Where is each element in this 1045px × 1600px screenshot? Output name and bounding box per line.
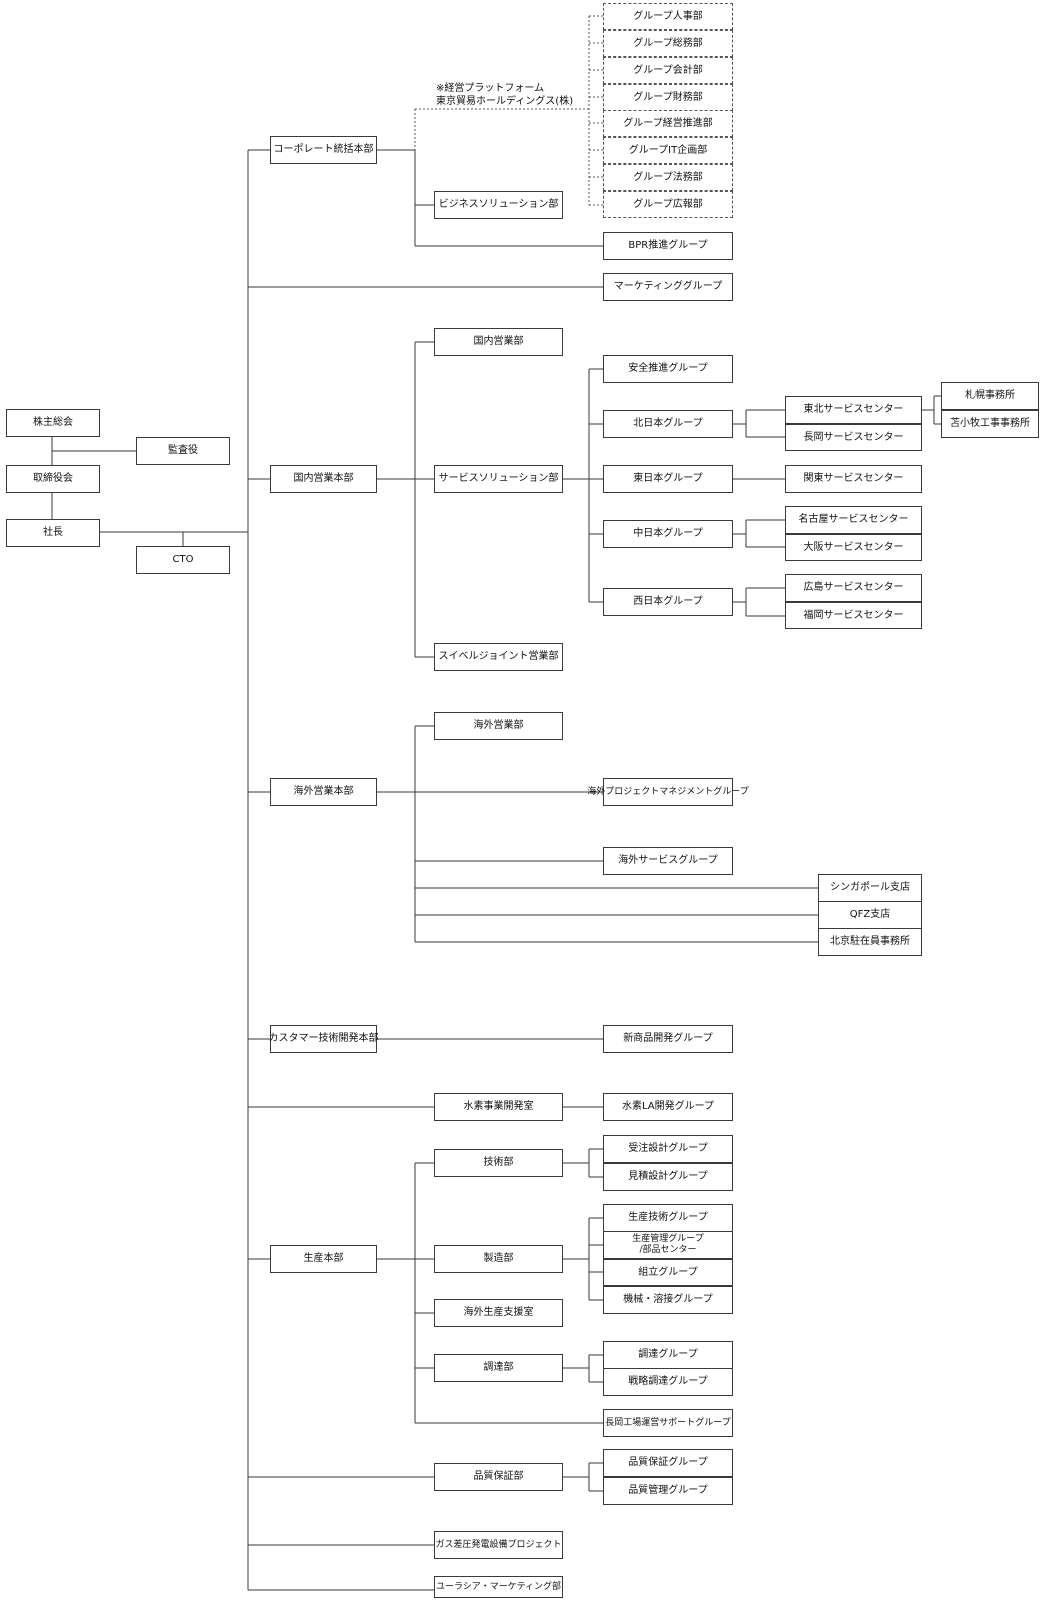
nagoya-service-center-box: 名古屋サービスセンター (785, 506, 922, 534)
shareholders-meeting-box: 株主総会 (6, 409, 100, 437)
hydrogen-la-group-box: 水素LA開発グループ (603, 1093, 733, 1121)
overseas-project-management-box: 海外プロジェクトマネジメントグループ (587, 778, 749, 806)
marketing-group-box: マーケティンググループ (603, 273, 733, 301)
production-mgmt-group-box: 生産管理グループ /部品センター (603, 1231, 733, 1259)
osaka-service-center-box: 大阪サービスセンター (785, 534, 922, 561)
order-design-group-box: 受注設計グループ (603, 1135, 733, 1163)
production-hq-box: 生産本部 (270, 1245, 377, 1273)
swivel-joint-sales-box: スイベルジョイント営業部 (434, 643, 563, 671)
auditor-box: 監査役 (136, 437, 230, 465)
board-box: 取締役会 (6, 465, 100, 493)
group-unit-box: グループIT企画部 (603, 137, 733, 164)
platform-note-line2: 東京貿易ホールディングス(株) (436, 96, 574, 107)
kanto-service-center-box: 関東サービスセンター (785, 465, 922, 493)
qfz-branch-box: QFZ支店 (818, 901, 922, 929)
manufacturing-dept-box: 製造部 (434, 1245, 563, 1273)
domestic-sales-box: 国内営業部 (434, 328, 563, 356)
quality-control-group-box: 品質管理グループ (603, 1477, 733, 1505)
beijing-office-box: 北京駐在員事務所 (818, 928, 922, 956)
overseas-hq-box: 海外営業本部 (270, 778, 377, 806)
customer-tech-hq-box: カスタマー技術開発本部 (269, 1025, 379, 1053)
hiroshima-service-center-box: 広島サービスセンター (785, 574, 922, 602)
tohoku-service-center-box: 東北サービスセンター (785, 396, 922, 424)
gas-pressure-power-project-box: ガス差圧発電設備プロジェクト (434, 1531, 563, 1559)
west-japan-group-box: 西日本グループ (603, 588, 733, 616)
strategic-procurement-group-box: 戦略調達グループ (603, 1368, 733, 1396)
group-unit-box: グループ法務部 (603, 164, 733, 191)
fukuoka-service-center-box: 福岡サービスセンター (785, 602, 922, 629)
nagaoka-service-center-box: 長岡サービスセンター (785, 424, 922, 451)
overseas-sales-box: 海外営業部 (434, 712, 563, 740)
north-japan-group-box: 北日本グループ (603, 410, 733, 438)
eurasia-marketing-dept-box: ユーラシア・マーケティング部 (434, 1576, 563, 1598)
service-solution-box: サービスソリューション部 (434, 465, 563, 493)
machining-welding-group-box: 機械・溶接グループ (603, 1286, 733, 1314)
overseas-production-support-box: 海外生産支援室 (434, 1299, 563, 1327)
group-unit-box: グループ経営推進部 (603, 110, 733, 137)
domestic-hq-box: 国内営業本部 (270, 465, 377, 493)
production-mgmt-line2: /部品センター (639, 1245, 697, 1255)
production-mgmt-line1: 生産管理グループ (632, 1234, 704, 1244)
procurement-dept-box: 調達部 (434, 1354, 563, 1382)
east-japan-group-box: 東日本グループ (603, 465, 733, 493)
bpr-group-box: BPR推進グループ (603, 232, 733, 260)
assembly-group-box: 組立グループ (603, 1259, 733, 1286)
group-unit-box: グループ広報部 (603, 191, 733, 218)
nagaoka-plant-support-group-box: 長岡工場運営サポートグループ (603, 1409, 733, 1437)
quality-assurance-group-box: 品質保証グループ (603, 1449, 733, 1477)
singapore-branch-box: シンガポール支店 (818, 874, 922, 902)
safety-group-box: 安全推進グループ (603, 355, 733, 383)
estimate-design-group-box: 見積設計グループ (603, 1163, 733, 1191)
hydrogen-office-box: 水素事業開発室 (434, 1093, 563, 1121)
central-japan-group-box: 中日本グループ (603, 520, 733, 548)
new-product-group-box: 新商品開発グループ (603, 1025, 733, 1053)
sapporo-office-box: 札幌事務所 (941, 382, 1039, 410)
tomakomai-office-box: 苫小牧工事事務所 (941, 410, 1039, 438)
group-unit-box: グループ人事部 (603, 3, 733, 30)
group-unit-box: グループ会計部 (603, 57, 733, 84)
platform-note-line1: ※経営プラットフォーム (436, 83, 545, 94)
group-unit-box: グループ財務部 (603, 84, 733, 111)
president-box: 社長 (6, 519, 100, 547)
production-tech-group-box: 生産技術グループ (603, 1204, 733, 1232)
overseas-service-group-box: 海外サービスグループ (603, 847, 733, 875)
corporate-hq-box: コーポレート統括本部 (270, 136, 377, 164)
procurement-group-box: 調達グループ (603, 1341, 733, 1369)
business-solution-box: ビジネスソリューション部 (434, 191, 563, 219)
engineering-dept-box: 技術部 (434, 1149, 563, 1177)
quality-assurance-dept-box: 品質保証部 (434, 1463, 563, 1491)
group-unit-box: グループ総務部 (603, 30, 733, 57)
cto-box: CTO (136, 546, 230, 574)
